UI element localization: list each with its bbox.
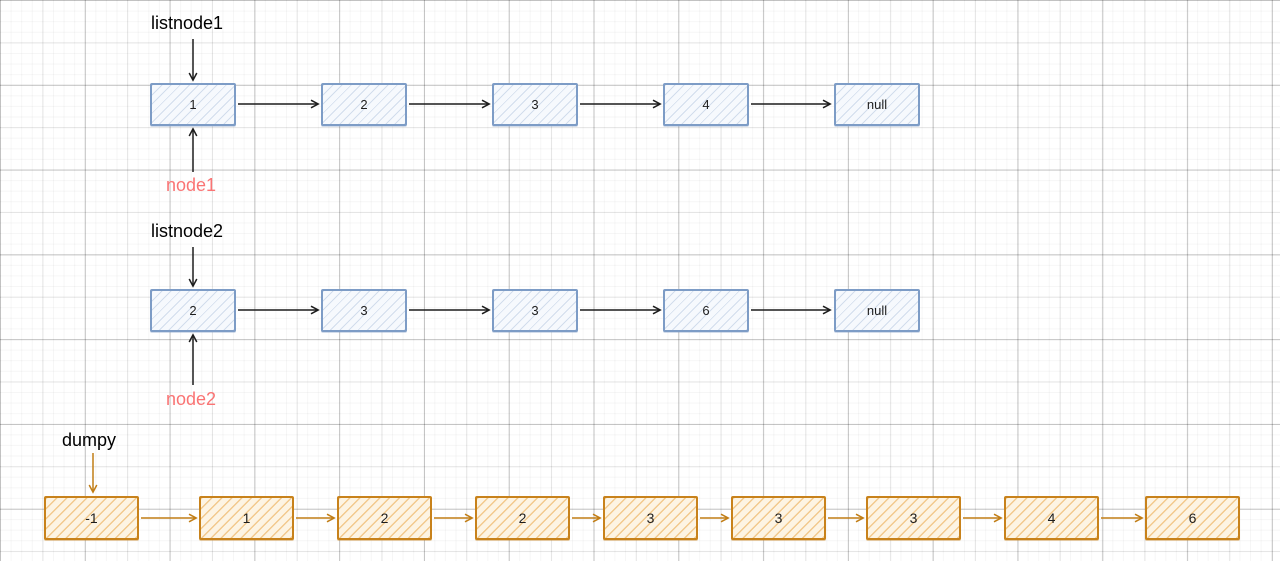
list1-title-label[interactable]: listnode1 — [151, 13, 224, 33]
list1-node-null[interactable]: null — [834, 83, 920, 126]
dumpy-pointer-label[interactable]: dumpy — [62, 430, 117, 450]
merged-node-3[interactable]: 2 — [475, 496, 570, 540]
merged-node-7[interactable]: 4 — [1004, 496, 1099, 540]
merged-node-8[interactable]: 6 — [1145, 496, 1240, 540]
list1-node-0[interactable]: 1 — [150, 83, 236, 126]
list2-node-2[interactable]: 3 — [492, 289, 578, 332]
list1-node-1[interactable]: 2 — [321, 83, 407, 126]
list1-node-2[interactable]: 3 — [492, 83, 578, 126]
merged-node-1[interactable]: 1 — [199, 496, 294, 540]
merged-node-4[interactable]: 3 — [603, 496, 698, 540]
merged-node-6[interactable]: 3 — [866, 496, 961, 540]
list2-node-0[interactable]: 2 — [150, 289, 236, 332]
node2-pointer-label[interactable]: node2 — [166, 389, 217, 409]
list2-node-1[interactable]: 3 — [321, 289, 407, 332]
merged-node-5[interactable]: 3 — [731, 496, 826, 540]
list2-node-3[interactable]: 6 — [663, 289, 749, 332]
list2-title-label[interactable]: listnode2 — [151, 221, 224, 241]
merged-node-2[interactable]: 2 — [337, 496, 432, 540]
list2-node-null[interactable]: null — [834, 289, 920, 332]
list1-node-3[interactable]: 4 — [663, 83, 749, 126]
merged-node-0[interactable]: -1 — [44, 496, 139, 540]
node1-pointer-label[interactable]: node1 — [166, 175, 217, 195]
